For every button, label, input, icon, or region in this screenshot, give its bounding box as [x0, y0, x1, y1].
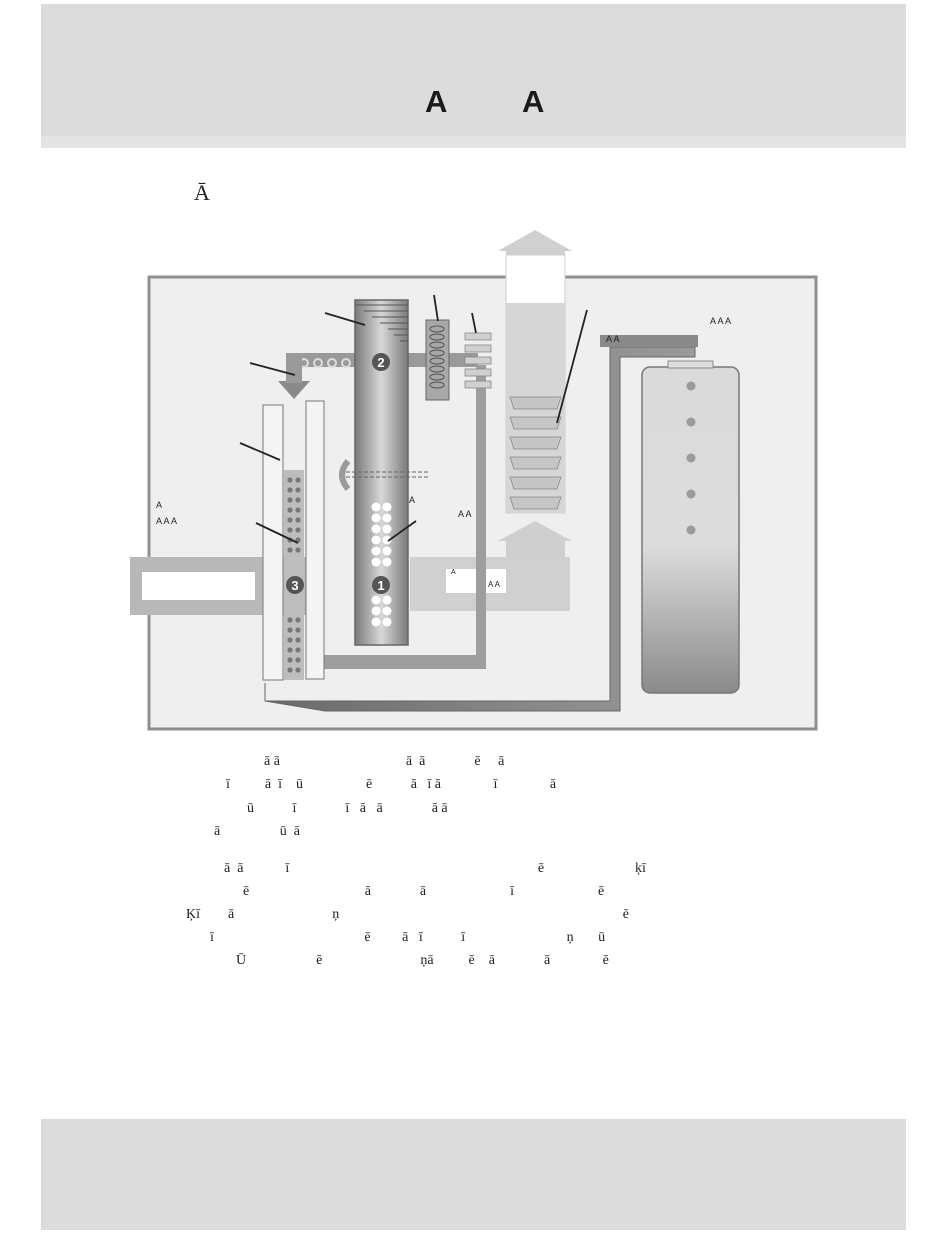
para2-line2: ē ā ā ī ē	[243, 884, 605, 899]
svg-text:2: 2	[377, 355, 384, 370]
header-divider	[41, 136, 906, 148]
para2-line1: ā ā ī ē ķī	[224, 861, 646, 876]
footer-band	[41, 1119, 906, 1230]
para2-line3: Ķī ā ņ ē	[186, 907, 629, 922]
para1-line3: ū ī ī ā ā ā ā	[247, 801, 448, 816]
up-arrow-bottom	[498, 521, 572, 561]
marker-3	[286, 576, 304, 594]
para1-line4: ā ū ā	[214, 824, 300, 839]
label-pipe-top: A A	[606, 334, 620, 344]
label-left-1: A	[156, 500, 163, 510]
inlet-box	[142, 572, 255, 600]
label-top-right: A A A	[710, 316, 732, 326]
label-mid-a: A	[409, 495, 416, 505]
marker-2	[372, 353, 390, 371]
svg-text:3: 3	[291, 578, 298, 593]
svg-text:1: 1	[377, 578, 384, 593]
para2-line4: ī ē ā ī ī ņ ū	[210, 930, 606, 945]
para1-line1: ā ā ā ā ē ā	[264, 754, 505, 769]
header-title-right: A	[522, 84, 545, 119]
section-heading: Ā	[194, 180, 210, 205]
label-mid-b: A A	[458, 509, 472, 519]
down-arrow	[278, 381, 310, 399]
label-box-b: A A	[488, 580, 501, 589]
up-arrow-top	[498, 230, 572, 260]
para1-line2: ī ā ī ū ē ā ī ā ī ā	[226, 777, 557, 792]
header-title-left: A	[425, 84, 448, 119]
label-left-2: A A A	[156, 516, 178, 526]
process-diagram: 3 2 1	[130, 230, 818, 731]
marker-1	[372, 576, 390, 594]
header-band	[41, 4, 906, 136]
para2-line5: Ū ē ņā ē ā ā ē	[236, 953, 609, 968]
label-box-a: A	[451, 569, 456, 576]
